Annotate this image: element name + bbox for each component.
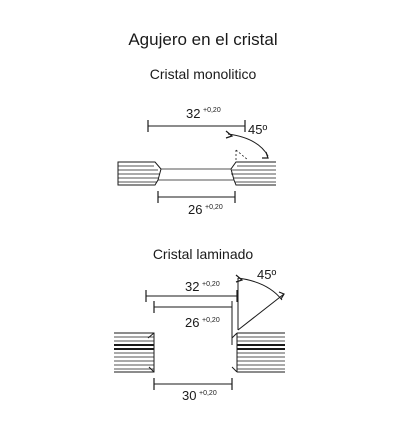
lam-outer-tolerance: +0,20 [202, 281, 220, 288]
lam-outer-dimension: 32 [185, 279, 199, 294]
laminated-diagram [114, 274, 285, 390]
monolithic-glass-pane [117, 161, 276, 186]
lam-bottom-tolerance: +0,20 [199, 390, 217, 397]
mono-bottom-tolerance: +0,20 [205, 204, 223, 211]
laminated-glass-pane [114, 332, 285, 373]
lam-angle-label: 45º [257, 267, 276, 282]
mono-bottom-dimension: 26 [188, 202, 202, 217]
mono-top-dimension: 32 [186, 106, 200, 121]
page-title: Agujero en el cristal [128, 30, 278, 49]
monolithic-subtitle: Cristal monolitico [149, 66, 257, 82]
lam-bottom-dimension: 30 [182, 388, 196, 403]
monolithic-diagram [117, 120, 276, 203]
lam-inner-tolerance: +0,20 [202, 317, 220, 324]
mono-top-tolerance: +0,20 [203, 107, 221, 114]
laminated-subtitle: Cristal laminado [152, 246, 254, 262]
lam-inner-dimension: 26 [185, 315, 199, 330]
mono-angle-label: 45º [248, 122, 267, 137]
